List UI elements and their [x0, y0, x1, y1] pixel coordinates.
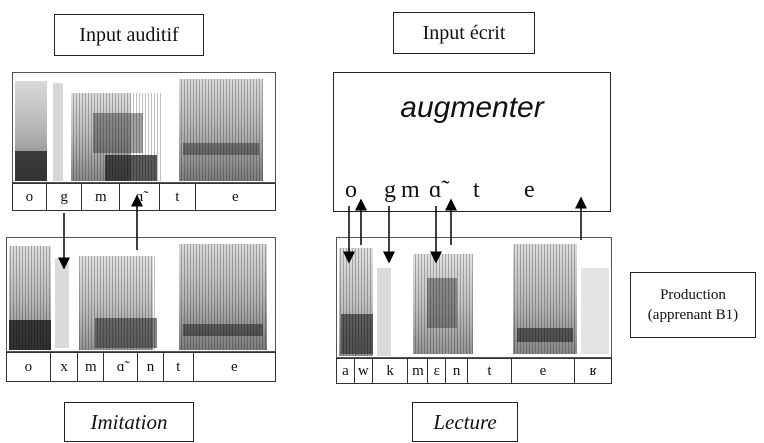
- written-ipa-3: m: [401, 177, 420, 203]
- lecture-seg-4: m: [408, 359, 429, 383]
- lecture-text: Lecture: [433, 409, 497, 434]
- spectrogram-lecture-image: [339, 244, 609, 356]
- spectrogram-input: [12, 72, 276, 183]
- lecture-seg-3: k: [373, 359, 409, 383]
- lecture-seg-2: w: [355, 359, 373, 383]
- imitation-segment-row: o x m ɑ̃ n t e: [6, 352, 276, 382]
- lecture-seg-7: t: [468, 359, 512, 383]
- input-ecrit-label: Input écrit: [393, 12, 535, 54]
- imitation-seg-5: n: [138, 353, 164, 381]
- lecture-segment-row: a w k m ɛ n t e ʁ: [336, 358, 612, 384]
- spectrogram-input-image: [15, 79, 263, 181]
- spectrogram-imitation: [6, 237, 276, 352]
- input-seg-1: o: [13, 184, 47, 210]
- input-segment-row: o g m ɑ̃ t e: [12, 183, 276, 211]
- imitation-seg-2: x: [51, 353, 79, 381]
- input-seg-4: ɑ̃: [120, 184, 160, 210]
- imitation-seg-1: o: [7, 353, 51, 381]
- lecture-seg-1: a: [337, 359, 355, 383]
- lecture-seg-6: n: [446, 359, 469, 383]
- imitation-text: Imitation: [90, 409, 168, 434]
- written-ipa-5: t: [473, 177, 480, 203]
- input-auditif-label: Input auditif: [54, 14, 204, 56]
- written-ipa-4: ɑ̃: [429, 177, 442, 203]
- input-seg-2: g: [47, 184, 83, 210]
- spectrogram-lecture: [336, 237, 612, 358]
- input-seg-3: m: [82, 184, 121, 210]
- lecture-seg-9: ʁ: [589, 362, 597, 379]
- lecture-label: Lecture: [412, 402, 518, 442]
- imitation-seg-7: e: [230, 358, 238, 375]
- imitation-label: Imitation: [64, 402, 194, 442]
- input-auditif-text: Input auditif: [79, 23, 179, 46]
- imitation-seg-3: m: [78, 353, 105, 381]
- written-input-box: augmenter o g m ɑ̃ t e: [333, 72, 611, 212]
- spectrogram-imitation-image: [9, 244, 267, 350]
- written-word: augmenter: [400, 91, 544, 124]
- imitation-seg-6: t: [164, 353, 194, 381]
- production-line1: Production: [660, 287, 726, 303]
- lecture-seg-8: e: [512, 359, 576, 383]
- input-ecrit-text: Input écrit: [422, 21, 506, 44]
- written-ipa-2: g: [384, 177, 396, 203]
- written-ipa-1: o: [345, 177, 357, 203]
- input-seg-5: t: [160, 184, 196, 210]
- input-seg-6: e: [231, 188, 239, 205]
- production-line2: (apprenant B1): [647, 307, 739, 323]
- written-ipa-6: e: [524, 177, 535, 203]
- imitation-seg-4: ɑ̃: [104, 353, 139, 381]
- production-label: Production (apprenant B1): [630, 272, 756, 338]
- lecture-seg-5: ɛ: [428, 359, 447, 383]
